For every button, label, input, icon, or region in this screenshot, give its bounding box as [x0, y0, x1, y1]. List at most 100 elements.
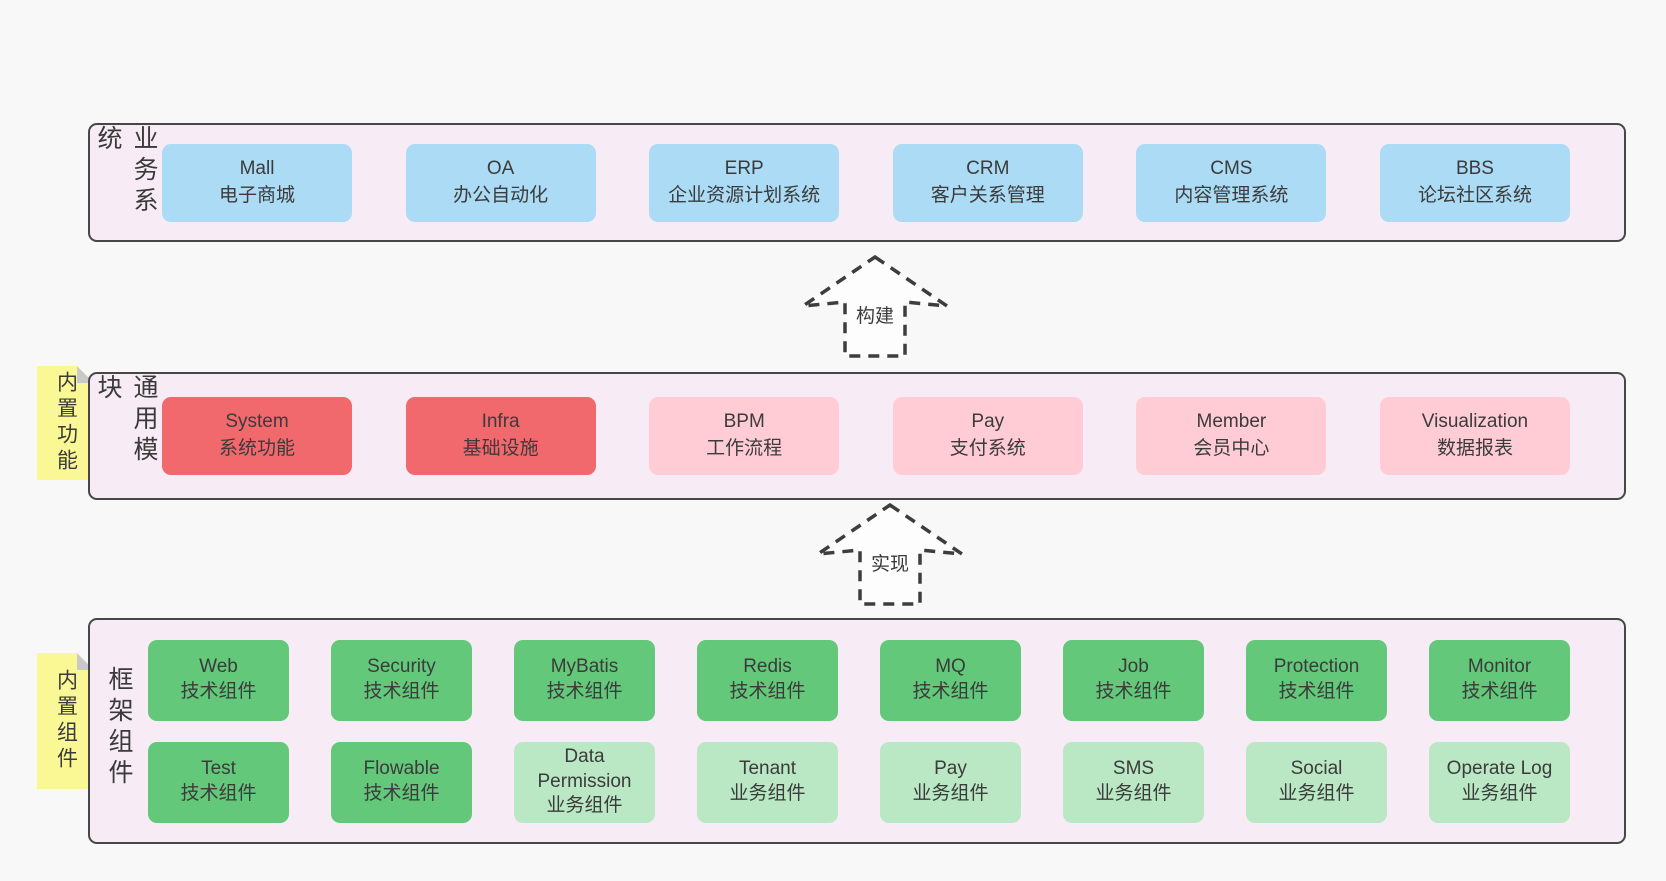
box-name: Monitor [1467, 656, 1532, 678]
box-name: ERP [724, 157, 764, 179]
box-desc: 技术组件 [1095, 681, 1172, 702]
build-arrow-icon: 构建 [802, 254, 948, 358]
framework-row-2: Test 技术组件 Flowable 技术组件 Data Permission … [148, 741, 1570, 823]
box-name: BBS [1455, 157, 1494, 179]
box-name: Security [367, 656, 436, 678]
business-box-mall: Mall 电子商城 [162, 143, 352, 222]
box-name: Data Permission [537, 745, 632, 792]
box-desc: 支付系统 [949, 438, 1026, 459]
box-desc: 技术组件 [1278, 681, 1355, 702]
panel-content: Web 技术组件 Security 技术组件 MyBatis 技术组件 Redi… [148, 620, 1624, 842]
framework-box-mq: MQ 技术组件 [880, 639, 1021, 721]
framework-box-sms: SMS 业务组件 [1063, 741, 1204, 823]
box-desc: 业务组件 [912, 783, 989, 804]
module-box-infra: Infra 基础设施 [405, 397, 596, 475]
module-box-bpm: BPM 工作流程 [649, 397, 840, 475]
module-box-system: System 系统功能 [162, 397, 352, 475]
implement-arrow-icon: 实现 [817, 502, 963, 606]
box-name: Test [201, 758, 236, 780]
sticky-tab-label: 内置组件 [54, 669, 78, 773]
box-name: Pay [971, 411, 1005, 433]
framework-box-social: Social 业务组件 [1246, 741, 1387, 823]
box-desc: 业务组件 [1095, 783, 1172, 804]
box-desc: 技术组件 [912, 681, 989, 702]
module-box-member: Member 会员中心 [1136, 397, 1327, 475]
box-desc: 客户关系管理 [930, 184, 1045, 206]
box-name: Redis [743, 656, 792, 678]
box-name: Visualization [1421, 411, 1529, 433]
box-desc: 技术组件 [180, 783, 257, 804]
box-desc: 论坛社区系统 [1417, 184, 1532, 206]
module-box-pay: Pay 支付系统 [892, 397, 1083, 475]
box-name: Member [1196, 411, 1267, 433]
box-name: Flowable [363, 758, 440, 780]
arrow-label: 构建 [856, 305, 894, 327]
arrow-shape [817, 502, 963, 606]
box-desc: 业务组件 [546, 795, 623, 817]
box-name: Infra [481, 411, 520, 433]
box-name: System [225, 411, 289, 433]
box-desc: 技术组件 [1461, 681, 1538, 702]
framework-box-protection: Protection 技术组件 [1246, 639, 1387, 721]
box-name: MQ [935, 656, 966, 678]
business-box-bbs: BBS 论坛社区系统 [1379, 143, 1570, 222]
box-desc: 内容管理系统 [1174, 184, 1289, 206]
box-desc: 系统功能 [218, 438, 295, 459]
framework-box-web: Web 技术组件 [148, 639, 289, 721]
arrow-label: 实现 [871, 553, 909, 575]
box-name: Job [1118, 656, 1149, 678]
module-box-visualization: Visualization 数据报表 [1379, 397, 1570, 475]
box-desc: 电子商城 [218, 184, 295, 206]
arrow-shape [802, 254, 948, 358]
box-desc: 会员中心 [1193, 438, 1270, 459]
box-name: MyBatis [550, 656, 619, 678]
framework-box-monitor: Monitor 技术组件 [1429, 639, 1570, 721]
panel-side-label: 框架组件 [105, 666, 133, 790]
box-name: CMS [1210, 157, 1253, 179]
business-box-oa: OA 办公自动化 [405, 143, 596, 222]
panel-framework-components: 框架组件 Web 技术组件 Security 技术组件 MyBatis 技术组件… [88, 618, 1626, 844]
business-box-erp: ERP 企业资源计划系统 [649, 143, 840, 222]
box-name: CRM [966, 157, 1010, 179]
box-name: Protection [1273, 656, 1360, 678]
sticky-tab-built-in-components: 内置组件 [37, 653, 94, 789]
box-desc: 业务组件 [1278, 783, 1355, 804]
framework-box-tenant: Tenant 业务组件 [697, 741, 838, 823]
framework-box-mybatis: MyBatis 技术组件 [514, 639, 655, 721]
panel-side-label: 业务系统 [94, 125, 158, 218]
framework-box-flowable: Flowable 技术组件 [331, 741, 472, 823]
box-name: Social [1290, 758, 1343, 780]
box-desc: 技术组件 [546, 681, 623, 702]
framework-box-operate-log: Operate Log 业务组件 [1429, 741, 1570, 823]
framework-box-security: Security 技术组件 [331, 639, 472, 721]
panel-common-modules: 通用模块 System 系统功能 Infra 基础设施 BPM 工作流程 Pay… [88, 372, 1626, 500]
box-desc: 企业资源计划系统 [668, 184, 821, 206]
box-desc: 业务组件 [1461, 783, 1538, 804]
box-name: Web [199, 656, 238, 678]
box-name: Tenant [738, 758, 797, 780]
framework-box-job: Job 技术组件 [1063, 639, 1204, 721]
framework-box-redis: Redis 技术组件 [697, 639, 838, 721]
box-desc: 技术组件 [729, 681, 806, 702]
framework-box-pay: Pay 业务组件 [880, 741, 1021, 823]
box-desc: 基础设施 [462, 438, 539, 459]
box-name: Mall [239, 157, 275, 179]
box-name: OA [486, 157, 515, 179]
box-desc: 工作流程 [706, 438, 783, 459]
box-name: Operate Log [1446, 758, 1553, 780]
panel-side-label: 通用模块 [94, 374, 158, 467]
box-desc: 技术组件 [363, 681, 440, 702]
box-desc: 办公自动化 [453, 184, 549, 206]
box-name: Pay [934, 758, 967, 780]
panel-content: System 系统功能 Infra 基础设施 BPM 工作流程 Pay 支付系统… [162, 374, 1624, 498]
sticky-tab-label: 内置功能 [54, 371, 78, 475]
box-name: SMS [1112, 758, 1155, 780]
framework-box-test: Test 技术组件 [148, 741, 289, 823]
panel-content: Mall 电子商城 OA 办公自动化 ERP 企业资源计划系统 CRM 客户关系… [162, 125, 1624, 240]
box-desc: 业务组件 [729, 783, 806, 804]
framework-box-data-permission: Data Permission 业务组件 [514, 741, 655, 823]
box-desc: 技术组件 [180, 681, 257, 702]
box-desc: 技术组件 [363, 783, 440, 804]
box-name: BPM [723, 411, 765, 433]
